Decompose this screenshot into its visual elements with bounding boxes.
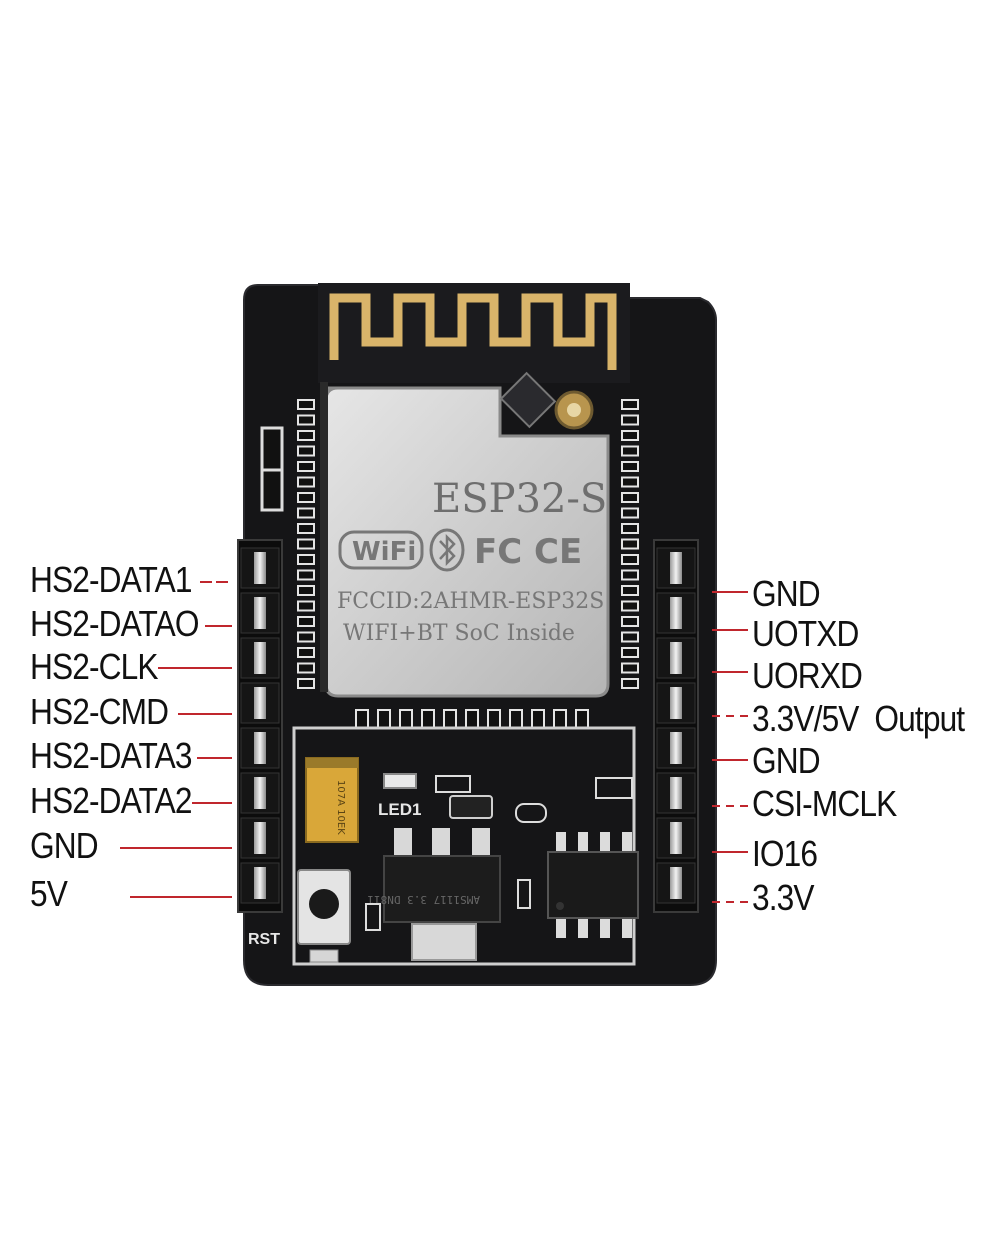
pin-label-left-hs2-data2: HS2-DATA2 <box>30 780 193 821</box>
pin-label-right-csi-mclk: CSI-MCLK <box>752 783 897 824</box>
pcb-antenna <box>329 293 617 370</box>
pin-label-right-u0txd: UOTXD <box>752 613 859 654</box>
pin-label-right-gnd-1: GND <box>752 573 821 614</box>
reset-button <box>297 869 351 963</box>
soc-inside-text: WIFI+BT SoC Inside <box>343 621 575 646</box>
pin-label-right-3v3: 3.3V <box>752 877 815 918</box>
pin-label-left-hs2-cmd: HS2-CMD <box>30 691 169 732</box>
pin-label-left-hs2-data3: HS2-DATA3 <box>30 735 193 776</box>
pin-label-left-hs2-data0: HS2-DATAO <box>30 603 200 644</box>
svg-text:AMS1117 3.3 DN811: AMS1117 3.3 DN811 <box>367 893 480 906</box>
module-bottom-pads <box>355 709 589 729</box>
pin-label-right-io16: IO16 <box>752 833 818 874</box>
pin-label-left-gnd: GND <box>30 825 99 866</box>
module-pads <box>297 399 639 689</box>
pin-label-right-u0rxd: UORXD <box>752 655 863 696</box>
led-label: LED1 <box>378 800 421 819</box>
smd-pads-left <box>260 426 284 512</box>
module-name: ESP32-S <box>432 476 607 522</box>
tantalum-capacitor <box>305 757 359 843</box>
bluetooth-icon <box>429 528 465 572</box>
pin-label-right-3v3-5v-output: 3.3V/5V Output <box>752 698 965 739</box>
soic-chip <box>547 832 639 938</box>
fccid-text: FCCID:2AHMR-ESP32S <box>337 589 604 614</box>
esp32-module-shield <box>324 386 610 698</box>
left-pin-header <box>237 539 283 913</box>
label-leader-lines <box>120 581 748 903</box>
reset-label: RST <box>248 931 280 948</box>
pin-label-left-hs2-data1: HS2-DATA1 <box>30 559 193 600</box>
led1 <box>383 773 417 789</box>
lower-silkscreen-outline <box>292 726 636 966</box>
pin-label-right-gnd-2: GND <box>752 740 821 781</box>
pin-label-left-hs2-clk: HS2-CLK <box>30 646 159 687</box>
capacitor-text: 107A 10EK <box>335 780 346 835</box>
transistor <box>449 795 493 819</box>
svg-text:WiFi: WiFi <box>352 537 416 567</box>
pin-label-left-5v: 5V <box>30 873 68 914</box>
fcc-ce-logo: FC CE <box>474 532 582 572</box>
right-pin-header <box>653 539 699 913</box>
wifi-logo-icon <box>338 530 424 570</box>
voltage-regulator: AMS1117 3.3 DN811 <box>367 828 501 961</box>
